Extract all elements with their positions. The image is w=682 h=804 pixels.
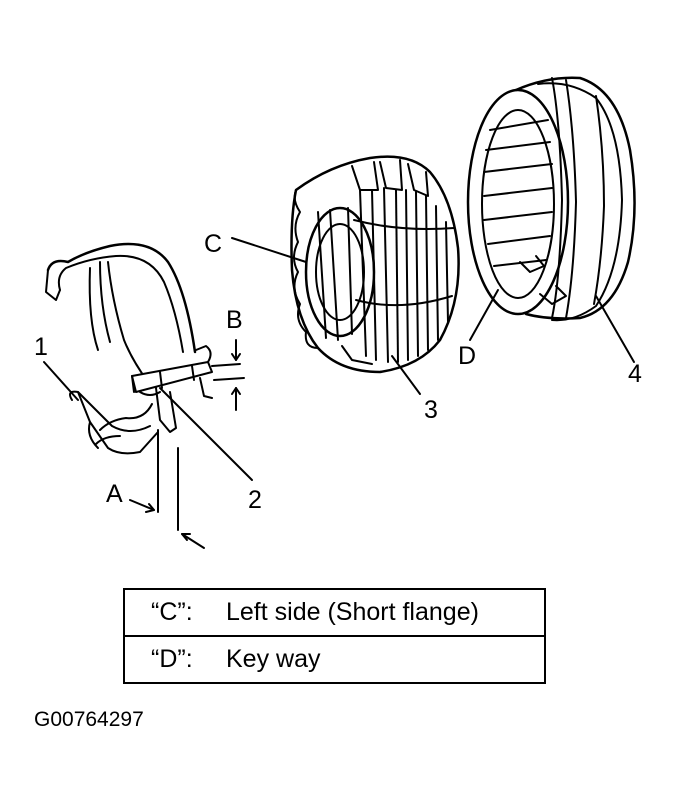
legend-table: “C”: Left side (Short flange) “D”: Key w… [123,588,546,684]
legend-value: Left side (Short flange) [226,598,479,626]
leader-4 [595,295,635,363]
leader-3 [391,355,421,395]
legend-key: “D”: [151,645,193,673]
shift-fork-part-1 [45,242,197,455]
leader-2 [159,387,253,481]
callout-label-2: 2 [248,486,262,514]
legend-value: Key way [226,645,321,673]
sleeve-part-4 [466,76,636,322]
feature-label-c: C [204,230,222,258]
feature-label-d: D [458,342,476,370]
legend-key: “C”: [151,598,193,626]
callout-leaders [43,237,635,481]
leader-c [231,237,307,263]
synchronizer-hub-part-3 [290,155,460,374]
key-spring-part-2 [131,345,213,399]
dimension-label-a: A [106,480,123,508]
callout-label-3: 3 [424,396,438,424]
dimension-a-lines [129,429,205,549]
leader-d [469,289,499,341]
callout-label-4: 4 [628,360,642,388]
legend-row: “D”: Key way [125,635,544,682]
leader-1 [43,361,79,401]
legend-row: “C”: Left side (Short flange) [125,590,544,635]
callout-label-1: 1 [34,333,48,361]
figure-id: G00764297 [34,708,144,731]
dimension-label-b: B [226,306,243,334]
dimension-b-lines [211,339,245,411]
